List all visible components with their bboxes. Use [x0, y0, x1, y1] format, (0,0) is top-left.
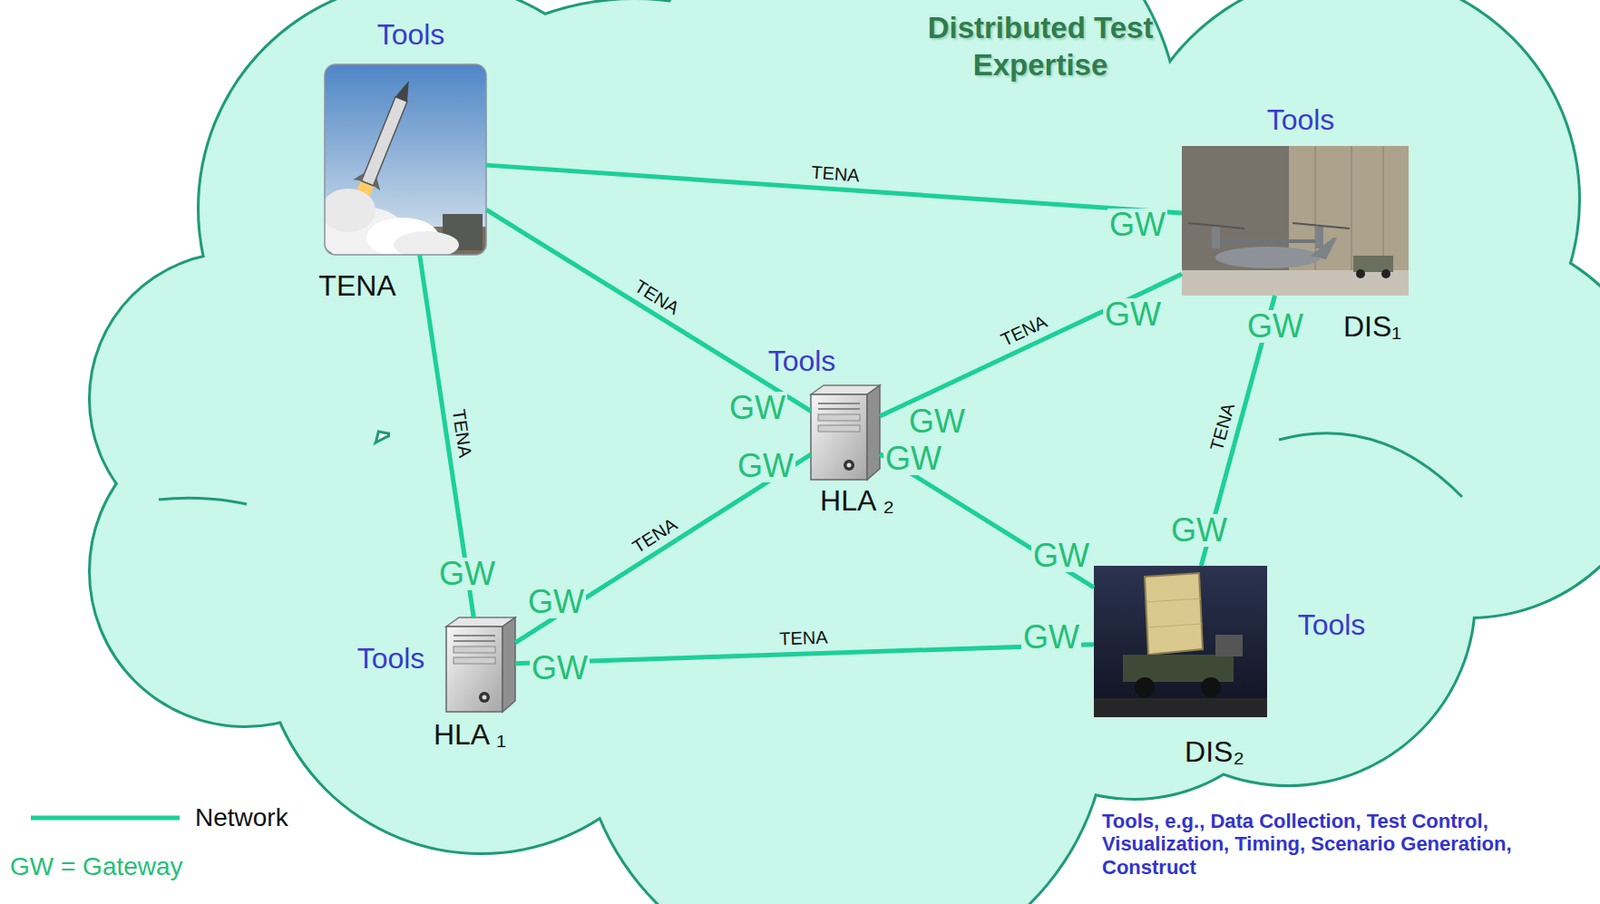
site-node: ToolsDIS₂ [1093, 565, 1268, 718]
tools-label: Tools [768, 344, 837, 379]
tools-label: Tools [377, 18, 446, 52]
site-node: ToolsHLA ₂ [810, 385, 880, 480]
site-node: ToolsDIS₁ [1181, 146, 1409, 296]
legend-line-sample [30, 816, 180, 821]
gateway-label: GW [529, 652, 590, 685]
site-node: ToolsTENA [324, 64, 487, 255]
gateway-label: GW [1102, 298, 1163, 332]
gateway-label: GW [1107, 208, 1168, 242]
link-label: TENA [777, 627, 830, 651]
radar-photo [1093, 565, 1268, 718]
legend-note: GW = Gateway [9, 852, 184, 882]
photo-frame [324, 64, 487, 255]
cloud-border [90, 0, 1600, 904]
gateway-label: GW [1021, 621, 1082, 654]
site-name: DIS₂ [1184, 735, 1245, 770]
gateway-label: GW [1031, 539, 1092, 573]
cloud-inner-arc [158, 497, 247, 505]
site-name: DIS₁ [1343, 310, 1402, 344]
network-link [515, 454, 811, 644]
network-link [486, 209, 811, 411]
cloud-fill [90, 0, 1600, 904]
cloud-inner-arc [1278, 433, 1463, 498]
server-icon [446, 617, 516, 713]
site-name: HLA ₁ [433, 718, 507, 752]
missile-photo [324, 64, 487, 255]
gateway-label: GW [883, 442, 944, 476]
gateway-label: GW [1169, 514, 1230, 547]
network-link [879, 273, 1182, 417]
server-icon [810, 385, 880, 480]
site-name: HLA ₂ [819, 484, 895, 518]
diagram-title: Distributed Test Expertise [886, 9, 1195, 85]
gateway-label: GW [735, 449, 796, 483]
gateway-label: GW [727, 391, 788, 425]
gateway-label: GW [437, 557, 498, 591]
tools-note: Tools, e.g., Data Collection, Test Contr… [1102, 809, 1595, 879]
link-label: TENA [808, 161, 862, 186]
site-node: ToolsHLA ₁ [446, 617, 516, 713]
legend-text: Network [195, 803, 289, 833]
tools-label: Tools [1297, 608, 1366, 643]
gateway-label: GW [1245, 310, 1306, 343]
gateway-label: GW [526, 585, 586, 619]
gateway-label: GW [907, 405, 967, 439]
legend-line [29, 812, 184, 824]
site-name: TENA [318, 269, 396, 303]
aircraft-photo [1181, 146, 1409, 296]
tools-label: Tools [357, 642, 426, 676]
tools-label: Tools [1267, 103, 1336, 137]
